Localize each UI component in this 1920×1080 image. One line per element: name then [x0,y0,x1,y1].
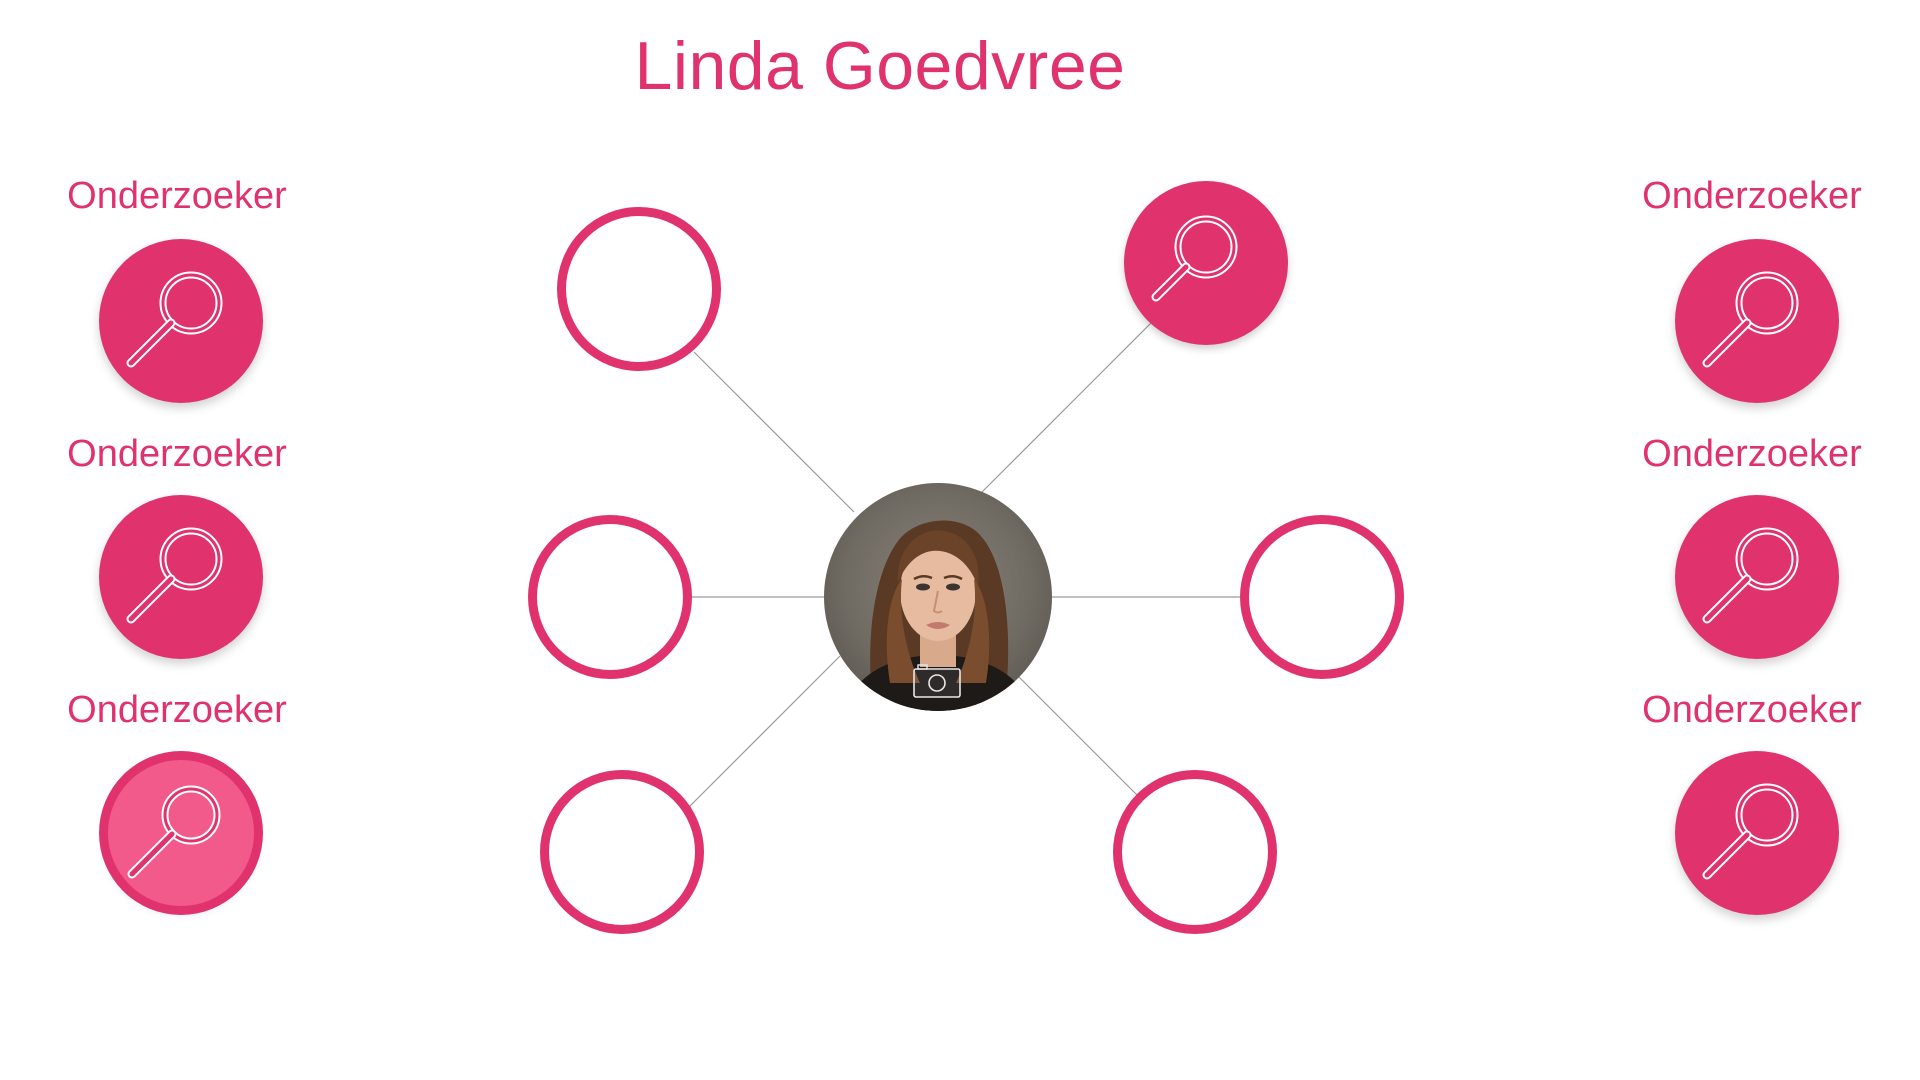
right-label-3: Onderzoeker [1642,689,1862,731]
node-bottom-left[interactable] [540,770,704,934]
magnifier-icon [1702,271,1799,368]
node-middle-left[interactable] [528,515,692,679]
left-researcher-button-2[interactable] [99,495,263,659]
profile-photo [844,520,1032,711]
node-middle-right[interactable] [1240,515,1404,679]
node-bottom-right[interactable] [1113,770,1277,934]
camera-icon [913,664,961,698]
right-label-1: Onderzoeker [1642,175,1862,217]
magnifier-icon [126,271,223,368]
connector-bottom-left [687,655,841,809]
magnifier-icon [126,527,223,624]
right-researcher-button-2[interactable] [1675,495,1839,659]
right-researcher-button-1[interactable] [1675,239,1839,403]
node-top-left[interactable] [557,207,721,371]
left-researcher-button-3[interactable] [108,760,254,906]
page-title: Linda Goedvree [634,28,1126,104]
left-label-1: Onderzoeker [67,175,287,217]
magnifier-icon [1702,527,1799,624]
left-label-2: Onderzoeker [67,433,287,475]
left-label-3: Onderzoeker [67,689,287,731]
left-researcher-button-1[interactable] [99,239,263,403]
profile-avatar[interactable] [824,483,1052,711]
magnifier-icon [1151,215,1238,302]
right-researcher-button-3[interactable] [1675,751,1839,915]
right-label-2: Onderzoeker [1642,433,1862,475]
magnifier-icon [1702,783,1799,880]
connector-top-right [981,321,1153,493]
magnifier-icon [127,785,221,879]
node-top-right[interactable] [1124,181,1288,345]
